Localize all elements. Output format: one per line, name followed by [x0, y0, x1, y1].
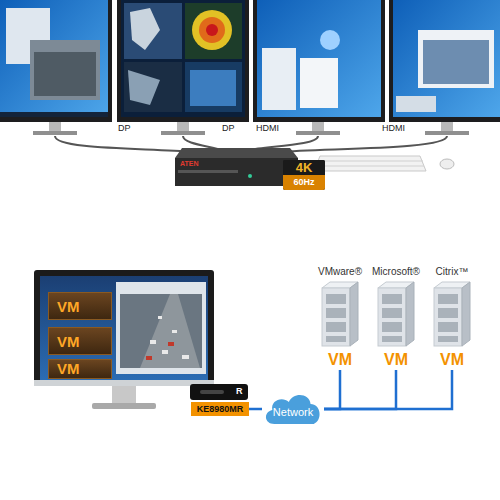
model-tag: KE8980MR	[191, 402, 249, 416]
port-label: HDMI	[382, 123, 405, 133]
network-link	[324, 370, 396, 409]
vendor-name: Microsoft®	[372, 266, 420, 278]
monitor	[389, 0, 500, 122]
vm-text: VM	[57, 333, 80, 350]
network-cloud: Network	[262, 390, 324, 428]
network-link	[324, 370, 340, 409]
port-label: DP	[118, 123, 131, 133]
receiver-mark: R	[236, 386, 243, 396]
network-label: Network	[273, 406, 313, 418]
receiver-dongle	[190, 384, 248, 400]
mouse	[440, 159, 454, 169]
vm-text: VM	[57, 298, 80, 315]
kvm-switch	[175, 148, 298, 186]
vm-box: VM	[48, 359, 112, 379]
badge-text: 4K	[283, 160, 325, 175]
network-link	[249, 408, 262, 411]
vm-text: VM	[384, 350, 408, 370]
resolution-badge: 4K60Hz	[283, 160, 325, 190]
server: Citrix™ VM	[424, 266, 480, 370]
vm-text: VM	[57, 360, 80, 378]
server: Microsoft® VM	[368, 266, 424, 370]
monitor	[34, 270, 214, 409]
vm-text: VM	[440, 350, 464, 370]
port-label: HDMI	[256, 123, 279, 133]
monitor	[117, 0, 249, 122]
model-name: KE8980MR	[197, 404, 244, 414]
monitor-stand	[33, 122, 469, 135]
vm-text: VM	[328, 350, 352, 370]
monitor	[253, 0, 385, 122]
brand-logo: ATEN	[180, 160, 199, 167]
vm-box: VM	[48, 292, 112, 320]
vendor-name: VMware®	[318, 266, 362, 278]
port-label: DP	[222, 123, 235, 133]
badge-text: 60Hz	[283, 175, 325, 190]
monitor	[0, 0, 112, 122]
network-link	[324, 370, 452, 409]
keyboard	[314, 156, 426, 171]
vendor-name: Citrix™	[436, 266, 469, 278]
server: VMware® VM	[312, 266, 368, 370]
vm-box: VM	[48, 327, 112, 355]
